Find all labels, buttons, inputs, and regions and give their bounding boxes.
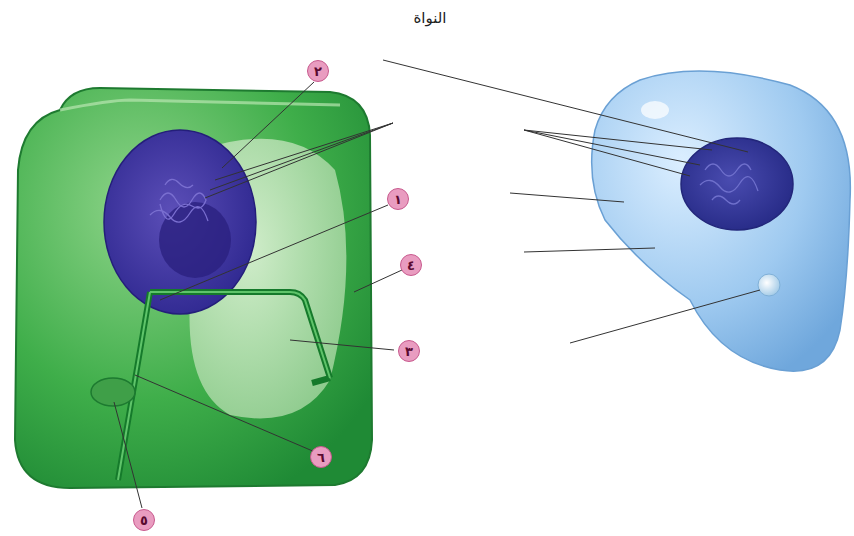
part-label: النواة — [410, 9, 449, 27]
callout-number: ٥ — [133, 509, 155, 531]
leader-lines — [114, 60, 760, 508]
plant-cell — [15, 88, 372, 488]
vesicle — [758, 274, 780, 296]
callout-number: ٤ — [400, 254, 422, 276]
nucleus — [681, 138, 793, 230]
cell-wall-cut — [118, 292, 330, 480]
callout-number: ٢ — [307, 60, 329, 82]
callout-number: ٦ — [310, 446, 332, 468]
callout-number: ٣ — [398, 340, 420, 362]
chloroplast — [91, 378, 135, 406]
callout-number: ١ — [387, 188, 409, 210]
